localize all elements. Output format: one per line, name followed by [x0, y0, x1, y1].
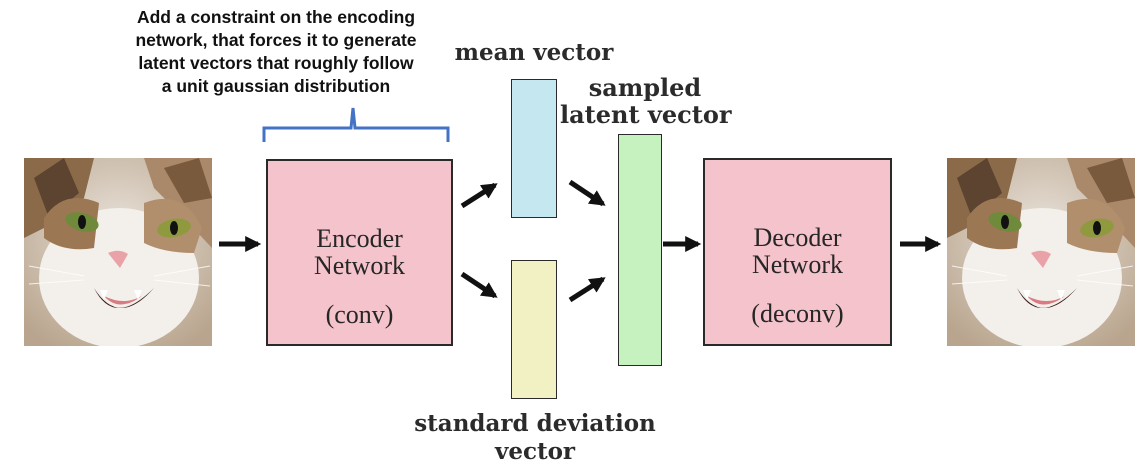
std-vector-bar — [511, 260, 557, 399]
encoder-name: Encoder Network — [268, 225, 451, 279]
arrow-mean-to-latent — [568, 179, 606, 207]
encoder-brace — [262, 107, 450, 142]
annotation-line: latent vectors that roughly follow — [138, 53, 414, 73]
arrow-encoder-to-std — [460, 271, 498, 299]
annotation-line: a unit gaussian distribution — [161, 76, 391, 96]
mean-vector-label: mean vector — [454, 39, 614, 66]
input-cat-image — [24, 158, 212, 346]
output-cat-image — [947, 158, 1135, 346]
decoder-name-line: Decoder — [753, 223, 842, 252]
arrow-encoder-to-mean — [460, 182, 498, 209]
encoder-name-line: Network — [314, 251, 405, 280]
encoder-name-line: Encoder — [316, 224, 403, 253]
decoder-name-line: Network — [752, 250, 843, 279]
std-vector-line: vector — [494, 438, 576, 465]
encoder-subtitle: (conv) — [325, 300, 394, 329]
mean-vector-bar — [511, 79, 557, 218]
decoder-subtitle: (deconv) — [751, 299, 844, 328]
std-vector-line: standard deviation — [414, 410, 656, 437]
arrow-std-to-latent — [568, 276, 606, 303]
std-vector-label: standard deviation vector — [400, 410, 670, 466]
decoder-network-box: Decoder Network (deconv) — [703, 158, 892, 346]
latent-vector-bar — [618, 134, 662, 366]
decoder-name: Decoder Network — [705, 224, 890, 278]
constraint-annotation: Add a constraint on the encoding network… — [98, 6, 454, 98]
encoder-network-box: Encoder Network (conv) — [266, 159, 453, 346]
sampled-latent-label: sampled latent vector — [560, 73, 732, 129]
sampled-latent-line: sampled — [588, 73, 702, 102]
sampled-latent-line: latent vector — [560, 100, 732, 129]
annotation-line: Add a constraint on the encoding — [136, 7, 416, 27]
annotation-line: network, that forces it to generate — [135, 30, 417, 50]
